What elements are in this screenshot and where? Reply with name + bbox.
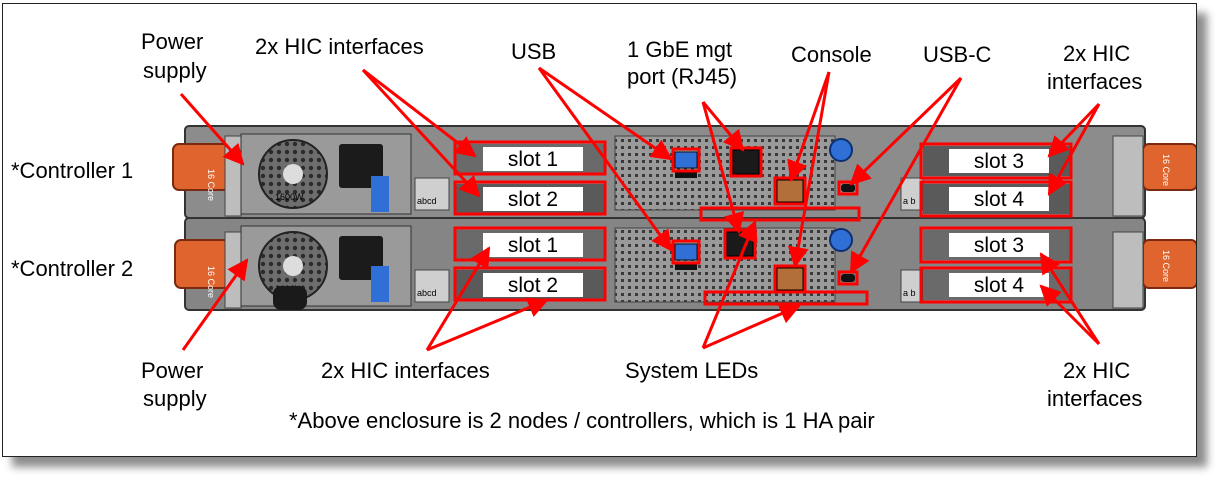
usb-port-1	[674, 151, 698, 169]
controller-1-label: *Controller 1	[11, 158, 133, 183]
usbc-port-2	[841, 274, 855, 282]
handle-text-4: 16 Core	[1161, 250, 1171, 282]
port-plate-1	[414, 177, 450, 211]
hic-bottom-left-label: 2x HIC interfaces	[321, 358, 490, 383]
usb-label: USB	[511, 39, 556, 64]
system-leds-label: System LEDs	[625, 358, 758, 383]
handle-text-3: 16 Core	[1161, 154, 1171, 186]
c1-slot3-bg	[949, 149, 1049, 173]
console-port-2	[776, 267, 804, 291]
hic-top-right-line2: interfaces	[1047, 69, 1142, 94]
c2-slot2-label: slot 2	[508, 274, 558, 297]
rj45-port-1	[732, 149, 760, 175]
usb-c-label: USB-C	[923, 42, 992, 67]
callout-arrows	[179, 66, 1101, 352]
c2-slot2-bg	[483, 273, 583, 297]
port-label-4: a b	[903, 288, 916, 298]
console-port-1	[776, 179, 804, 203]
usb-port-1b	[675, 170, 697, 178]
c2-slot1-bg	[483, 233, 583, 257]
console-label: Console	[791, 42, 872, 67]
handle-text-2: 16 Core	[206, 266, 216, 298]
c1-slot1-label: slot 1	[508, 148, 558, 171]
slot-labels: slot 1 slot 2 slot 1 slot 2 slot 3 slot …	[483, 147, 1049, 297]
hic-bottom-right-line1: 2x HIC	[1063, 358, 1130, 383]
c1-slot2-label: slot 2	[508, 188, 558, 211]
c1-slot2-bg	[483, 187, 583, 211]
callout-labels: Power supply 2x HIC interfaces USB 1 GbE…	[11, 29, 1142, 433]
power-supply-bottom-line2: supply	[143, 386, 207, 411]
usbc-port-1	[841, 184, 855, 192]
footnote: *Above enclosure is 2 nodes / controller…	[289, 408, 875, 433]
latch-1	[829, 138, 853, 162]
c1-slot1-bg	[483, 147, 583, 171]
c2-slot1-label: slot 1	[508, 234, 558, 257]
power-supply-top-line2: supply	[143, 58, 207, 83]
c2-slot3-label: slot 3	[974, 234, 1024, 257]
port-plate-2	[414, 269, 450, 303]
hic-bottom-right-line2: interfaces	[1047, 386, 1142, 411]
hic-top-left-label: 2x HIC interfaces	[255, 34, 424, 59]
diagram-canvas: 16 Core 16 Core 16 Core 16 Core 1600W 16…	[11, 29, 1198, 433]
controller-2-label: *Controller 2	[11, 256, 133, 281]
c2-slot4-bg	[949, 273, 1049, 297]
power-supply-bottom-line1: Power	[141, 358, 203, 383]
latch-2	[829, 228, 853, 252]
usb-port-2b	[675, 262, 697, 270]
hic-top-right-line1: 2x HIC	[1063, 41, 1130, 66]
c2-slot4-label: slot 4	[974, 274, 1025, 297]
c1-slot4-label: slot 4	[974, 188, 1025, 211]
diagram-frame: 16 Core 16 Core 16 Core 16 Core 1600W 16…	[2, 3, 1198, 457]
right-handles: 16 Core 16 Core	[1112, 135, 1198, 309]
psu-rating-1: 1600W	[275, 192, 304, 202]
port-label-3: a b	[903, 196, 916, 206]
handle-text-1: 16 Core	[206, 169, 216, 201]
mgmt-port-line2: port (RJ45)	[627, 64, 737, 89]
port-label-1: abcd	[417, 196, 437, 206]
power-supply-1: 1600W	[240, 133, 412, 215]
power-supply-top-line1: Power	[141, 29, 203, 54]
c1-slot3-label: slot 3	[974, 150, 1024, 173]
c1-slot4-bg	[949, 187, 1049, 211]
power-supply-2: 1600W	[240, 225, 412, 310]
mgmt-port-line1: 1 GbE mgt	[627, 37, 732, 62]
port-label-2: abcd	[417, 288, 437, 298]
c2-slot3-bg	[949, 233, 1049, 257]
usb-port-2	[674, 243, 698, 261]
